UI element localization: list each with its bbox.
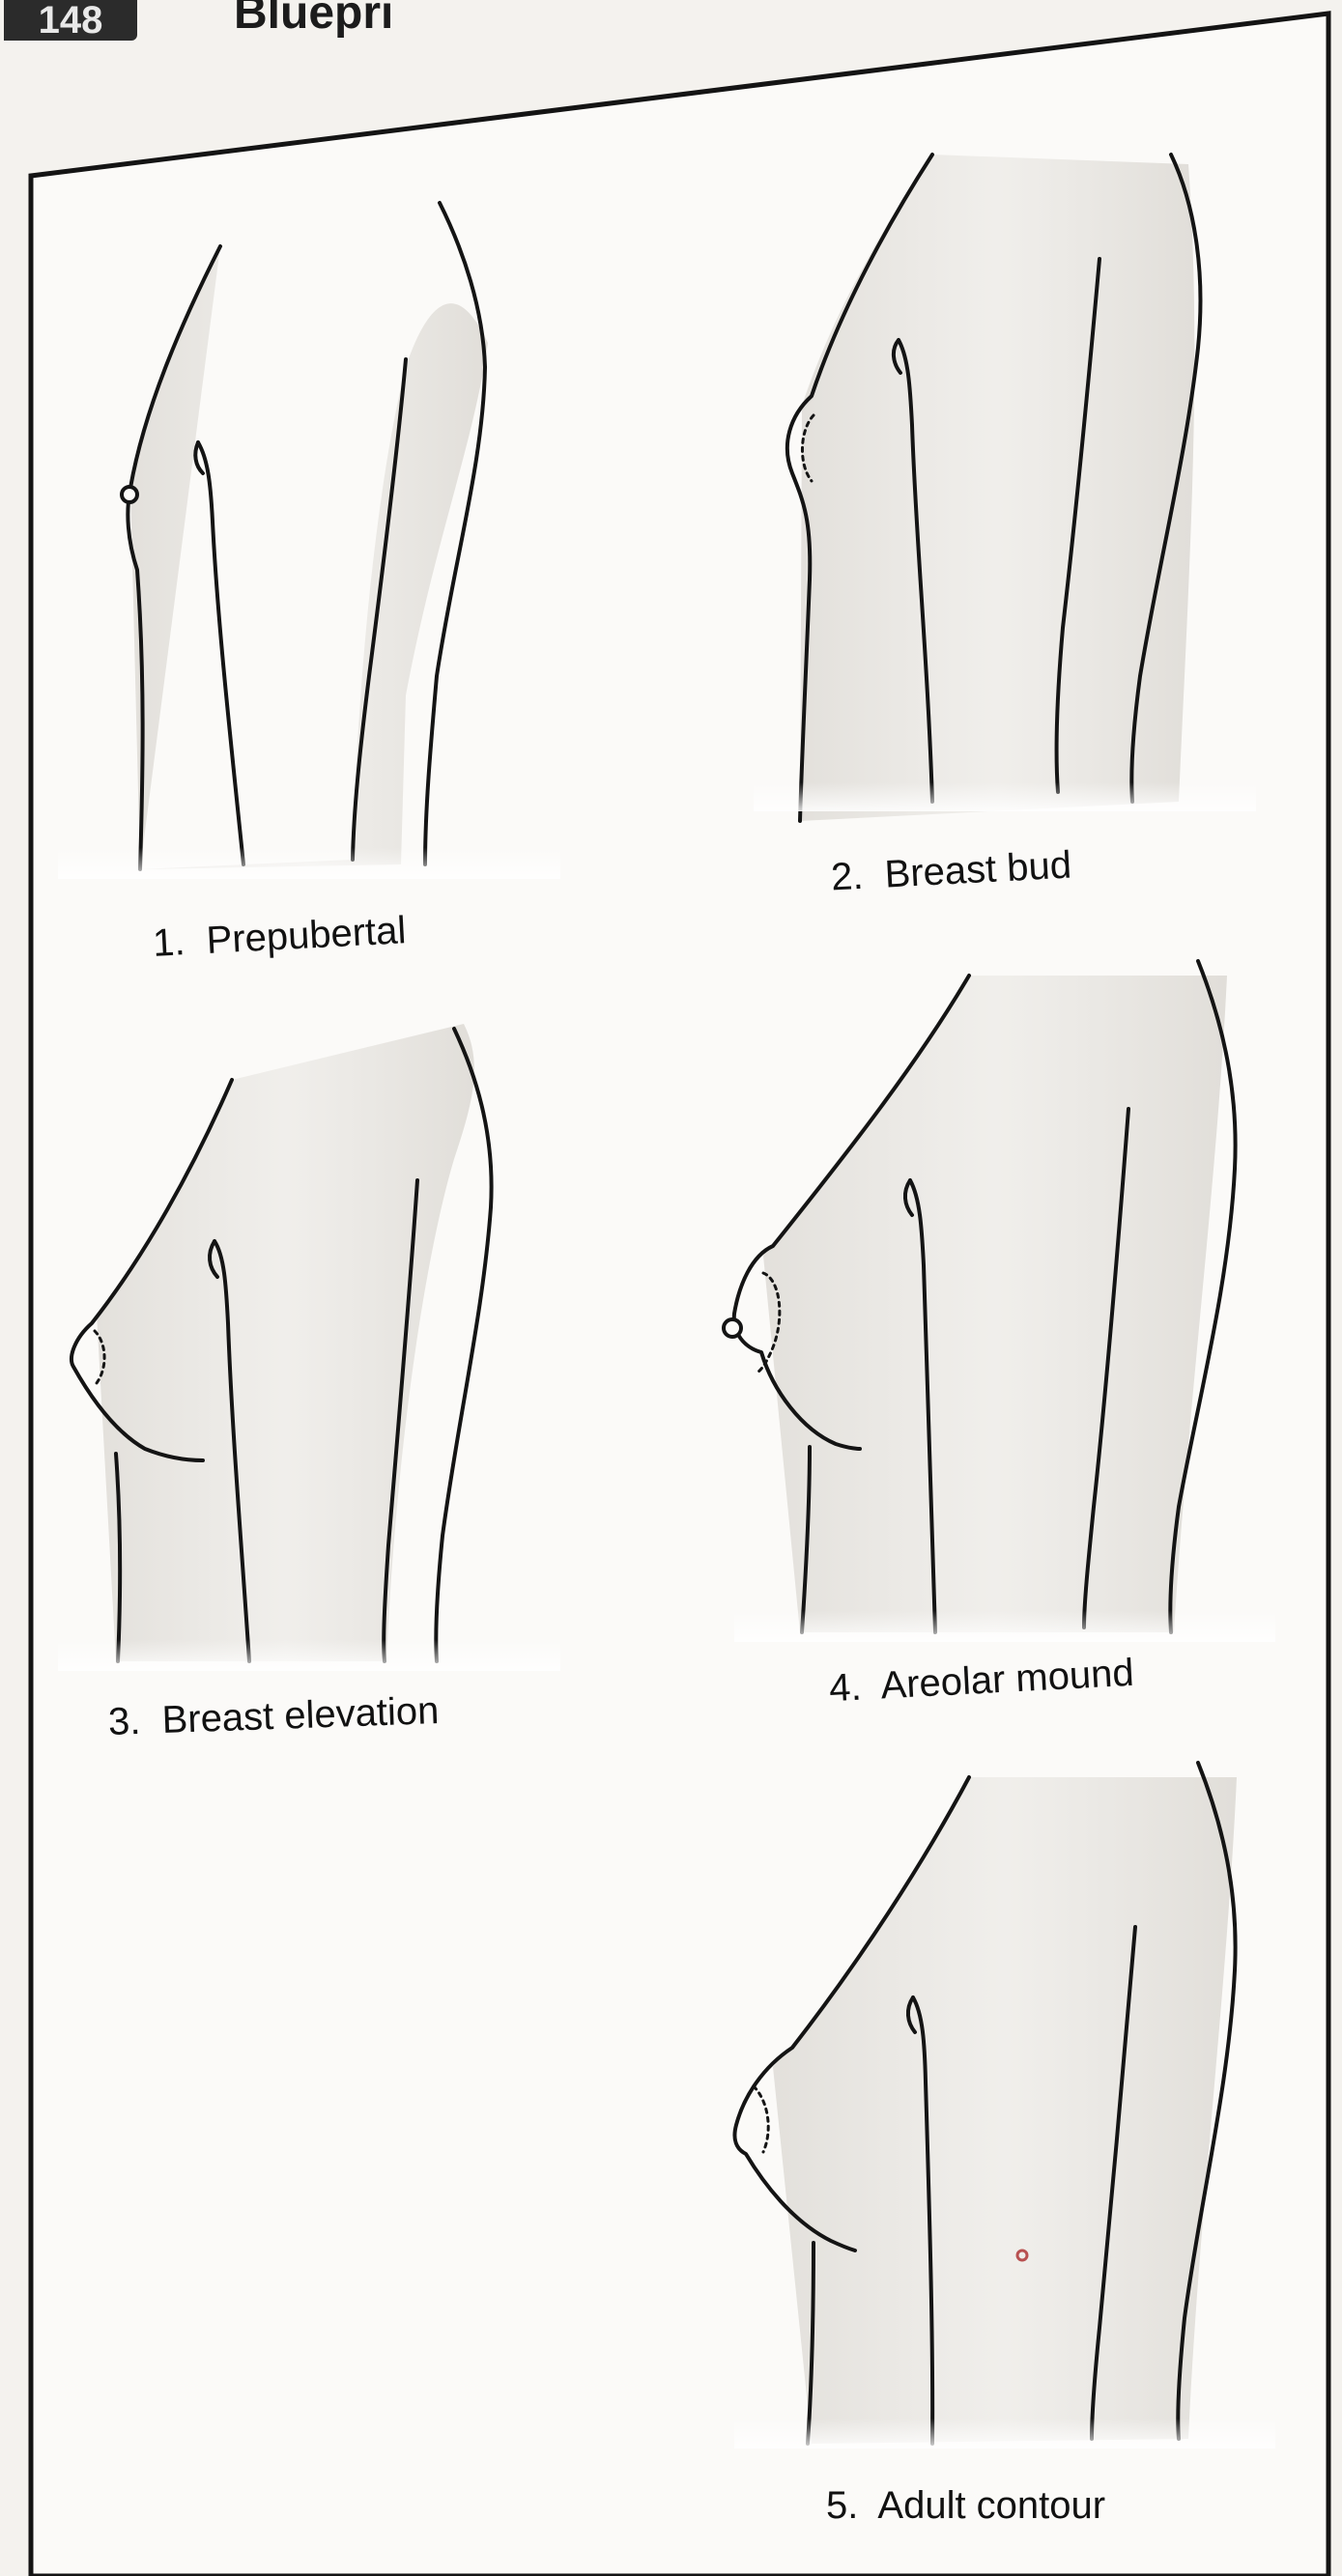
caption-stage-1-label: Prepubertal <box>206 909 408 962</box>
caption-stage-5: 5. Adult contour <box>826 2484 1105 2528</box>
caption-stage-1-number: 1. <box>152 920 186 965</box>
caption-stage-3-label: Breast elevation <box>161 1689 440 1741</box>
caption-stage-4-number: 4. <box>828 1666 863 1711</box>
caption-stage-2-label: Breast bud <box>884 844 1073 896</box>
caption-stage-5-label: Adult contour <box>877 2484 1105 2527</box>
stage-1-nipple <box>122 487 137 502</box>
caption-stage-3-number: 3. <box>107 1700 141 1743</box>
stage-4-nipple <box>724 1319 741 1337</box>
caption-stage-2-number: 2. <box>830 855 865 899</box>
caption-stage-5-number: 5. <box>826 2484 858 2527</box>
